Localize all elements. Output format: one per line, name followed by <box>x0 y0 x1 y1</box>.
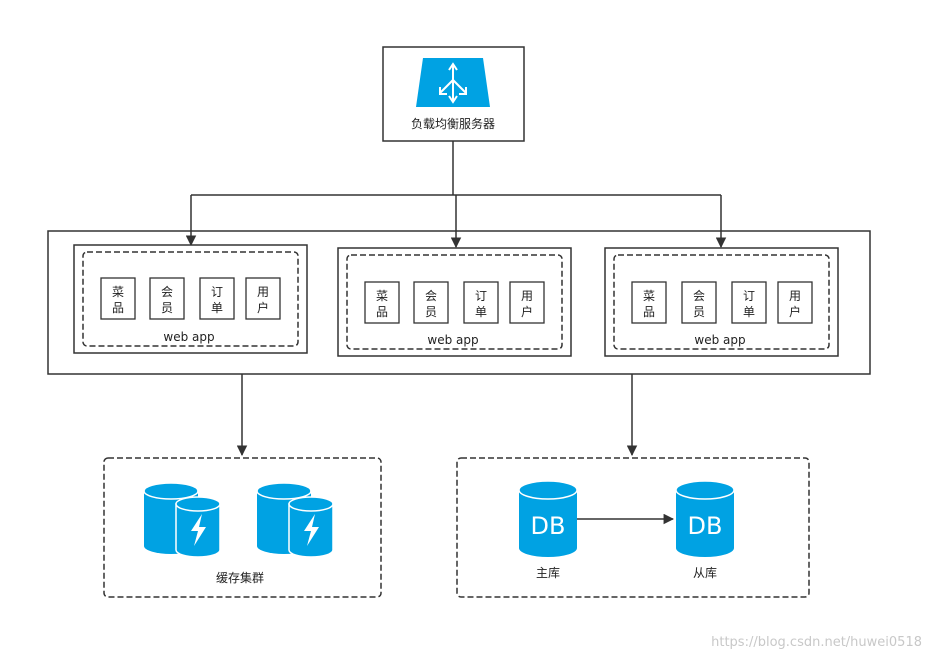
watermark: https://blog.csdn.net/huwei0518 <box>711 635 922 650</box>
module-orders: 订 单 <box>463 281 499 324</box>
module-char: 订 <box>475 289 487 303</box>
module-dishes: 菜 品 <box>364 281 400 324</box>
webapp-2: 菜 品 会 员 订 单 用 户 web app <box>337 247 572 357</box>
module-char: 员 <box>161 301 173 315</box>
module-dishes: 菜 品 <box>631 281 667 324</box>
database-group: DB 主库 DB 从库 <box>456 457 810 598</box>
module-char: 菜 <box>643 289 655 303</box>
slave-db-text: DB <box>688 512 723 540</box>
storage-connectors <box>236 374 638 457</box>
module-members: 会 员 <box>149 277 185 320</box>
module-char: 菜 <box>376 289 388 303</box>
module-char: 品 <box>112 301 124 315</box>
module-char: 订 <box>743 289 755 303</box>
module-users: 用 户 <box>777 281 813 324</box>
slave-label: 从库 <box>693 565 717 580</box>
webapp-label: web app <box>427 333 478 347</box>
module-char: 订 <box>211 285 223 299</box>
load-balancer-label: 负载均衡服务器 <box>411 116 495 131</box>
master-database-icon: DB <box>518 480 578 557</box>
webapp-label: web app <box>163 330 214 344</box>
load-balancer-node: 负载均衡服务器 <box>382 46 525 142</box>
cache-database-icon <box>143 482 221 558</box>
module-char: 员 <box>693 305 705 319</box>
webapp-1: 菜 品 会 员 订 单 用 户 web app <box>73 244 308 354</box>
module-char: 品 <box>643 305 655 319</box>
module-char: 会 <box>161 285 173 299</box>
module-members: 会 员 <box>413 281 449 324</box>
module-char: 户 <box>257 300 269 315</box>
cache-label: 缓存集群 <box>216 570 264 585</box>
slave-database-icon: DB <box>675 480 735 557</box>
module-char: 用 <box>521 289 533 303</box>
module-dishes: 菜 品 <box>100 277 136 320</box>
load-balancer-icon <box>416 58 490 107</box>
module-users: 用 户 <box>245 277 281 320</box>
module-members: 会 员 <box>681 281 717 324</box>
webapp-3: 菜 品 会 员 订 单 用 户 web app <box>604 247 839 357</box>
cache-cluster: 缓存集群 <box>103 457 382 598</box>
module-char: 用 <box>789 289 801 303</box>
webapp-label: web app <box>694 333 745 347</box>
module-char: 户 <box>521 304 533 319</box>
master-db-text: DB <box>531 512 566 540</box>
module-char: 单 <box>211 301 223 315</box>
webapp-cluster <box>47 230 871 375</box>
module-char: 单 <box>475 305 487 319</box>
module-char: 户 <box>789 304 801 319</box>
module-orders: 订 单 <box>731 281 767 324</box>
module-char: 用 <box>257 285 269 299</box>
lb-connectors <box>185 141 727 249</box>
master-label: 主库 <box>536 565 560 580</box>
module-char: 会 <box>693 289 705 303</box>
cache-database-icon <box>256 482 334 558</box>
module-char: 单 <box>743 305 755 319</box>
module-char: 菜 <box>112 285 124 299</box>
module-char: 员 <box>425 305 437 319</box>
module-orders: 订 单 <box>199 277 235 320</box>
module-char: 品 <box>376 305 388 319</box>
module-users: 用 户 <box>509 281 545 324</box>
module-char: 会 <box>425 289 437 303</box>
